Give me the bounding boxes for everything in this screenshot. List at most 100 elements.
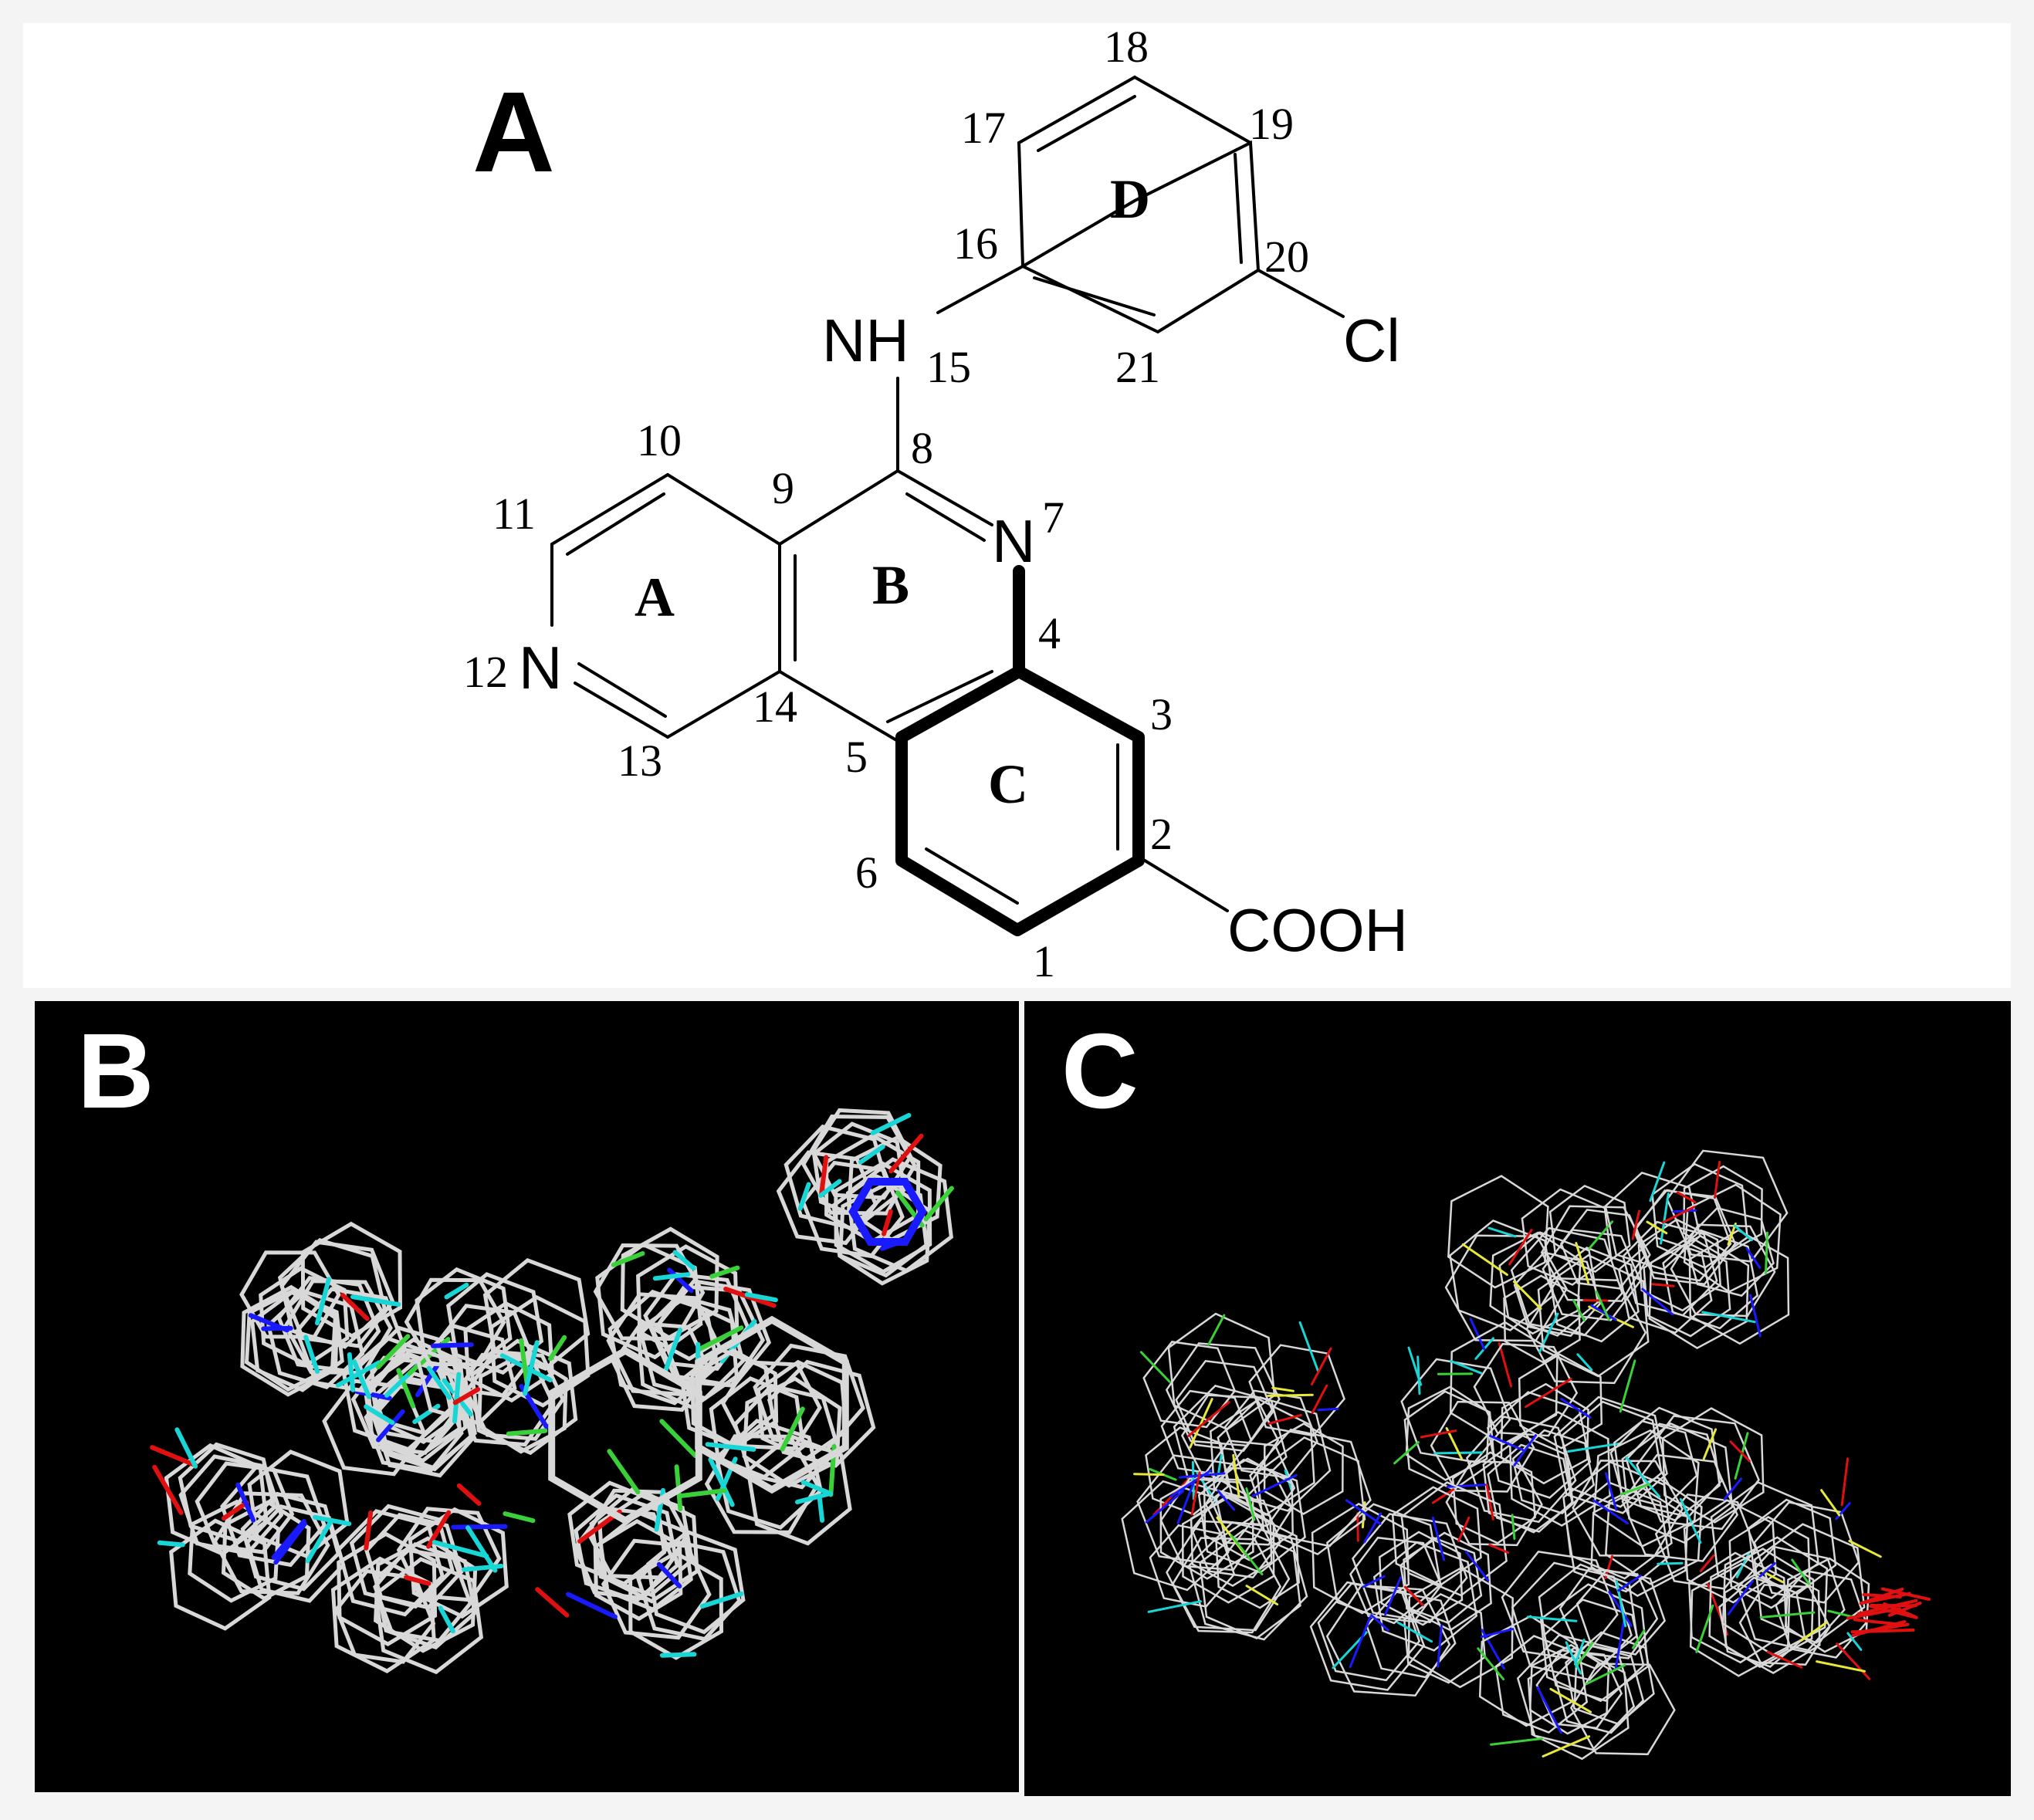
panel-b: B <box>35 1001 1019 1792</box>
ring-stick <box>408 1507 509 1619</box>
atom-line <box>1363 1512 1383 1544</box>
ring-stick <box>801 1114 917 1216</box>
atom-line <box>1420 1429 1457 1439</box>
ring-line <box>1662 1229 1759 1330</box>
ring-stick <box>369 1337 468 1444</box>
atom-stick <box>444 1282 469 1300</box>
atom-line <box>1230 1534 1264 1576</box>
ring-line <box>1430 1400 1535 1493</box>
atom-stick <box>235 1482 256 1523</box>
ring-line <box>1542 1229 1642 1321</box>
ring-line <box>1548 1247 1640 1343</box>
atom-line <box>1615 1580 1627 1628</box>
ring-line <box>1372 1541 1478 1652</box>
atom-line <box>1836 1642 1871 1680</box>
atom-stick <box>817 1494 825 1523</box>
atom-stick <box>503 1511 536 1524</box>
ring-stick <box>834 1161 932 1274</box>
ring-stick <box>396 1507 502 1602</box>
atom-number-15: 15 <box>926 342 971 392</box>
panel-c-label: C <box>1061 1012 1139 1131</box>
atom-line <box>1592 1499 1629 1525</box>
atom-stick <box>611 1251 645 1267</box>
ring-line <box>1737 1545 1846 1652</box>
ring-line <box>1516 1634 1636 1751</box>
ring-line <box>1403 1531 1492 1632</box>
atom-line <box>1641 1287 1674 1316</box>
atom-line <box>1649 1161 1666 1203</box>
atom-stick <box>659 1419 698 1459</box>
atom-line <box>1393 1441 1420 1465</box>
atom-line <box>1549 1687 1592 1713</box>
atom-line <box>1461 1243 1508 1276</box>
atom-number-14: 14 <box>753 682 797 732</box>
atom-line <box>1816 1660 1866 1673</box>
ring-stick <box>643 1272 750 1371</box>
ring-line <box>1511 1429 1596 1515</box>
ring-line <box>1498 1231 1599 1337</box>
atom-stick <box>404 1575 432 1586</box>
atom-line <box>1617 1575 1642 1592</box>
ring-line <box>1451 1451 1536 1544</box>
atom-line <box>1298 1321 1320 1373</box>
ring-line <box>1379 1531 1464 1626</box>
ring-stick <box>548 1346 702 1525</box>
atom-line <box>1445 1426 1463 1460</box>
atom-line <box>1147 1600 1202 1613</box>
ring-line <box>1558 1568 1659 1659</box>
atom-line <box>1619 1483 1650 1496</box>
atom-stick <box>364 1510 374 1551</box>
atom-line <box>1416 1355 1421 1395</box>
atom-line <box>1145 1490 1185 1524</box>
atom-line <box>1207 1314 1226 1346</box>
atom-number-20: 20 <box>1264 232 1309 282</box>
ring-stick <box>240 1491 340 1592</box>
atom-line <box>1660 1192 1670 1245</box>
atom-number-18: 18 <box>1104 22 1149 72</box>
ring-stick <box>446 1272 544 1375</box>
atom-stick <box>452 1387 481 1406</box>
ring-label-c: C <box>988 753 1028 815</box>
ring-line <box>1166 1520 1291 1632</box>
atom-line <box>1734 1432 1749 1480</box>
atom-stick <box>652 1272 691 1281</box>
ring-stick <box>212 1491 330 1595</box>
ring-line <box>1203 1457 1294 1561</box>
atom-stick <box>699 1591 744 1609</box>
atom-stick <box>376 1409 405 1443</box>
atom-stick <box>303 1335 320 1374</box>
atom-line <box>1488 1544 1510 1554</box>
panel-c: C <box>1024 1001 2011 1796</box>
ring-stick <box>489 1294 591 1408</box>
ring-line <box>1447 1175 1549 1289</box>
ring-stick <box>695 1315 849 1494</box>
atom-line <box>1481 1628 1515 1639</box>
ring-line <box>1621 1422 1734 1544</box>
atom-stick <box>667 1267 694 1294</box>
ring-line <box>1407 1566 1514 1689</box>
ring-line <box>1569 1663 1676 1756</box>
atom-line <box>1576 1353 1593 1372</box>
atom-stick <box>659 1652 697 1658</box>
atom-number-5: 5 <box>845 732 868 782</box>
atom-line <box>1723 1477 1743 1500</box>
panel-a-background <box>23 23 2011 988</box>
atom-line <box>1759 1611 1816 1619</box>
atom-number-10: 10 <box>637 415 682 465</box>
atom-line <box>1625 1456 1661 1498</box>
ring-stick <box>220 1464 327 1568</box>
ring-stick <box>838 1181 932 1286</box>
atom-stick <box>566 1592 618 1619</box>
atom-line <box>1589 1304 1617 1321</box>
ring-stick <box>848 1178 927 1246</box>
ring-line <box>1528 1643 1610 1735</box>
ring-line <box>1445 1460 1543 1547</box>
ring-line <box>1513 1251 1602 1338</box>
ring-line <box>1309 1581 1426 1691</box>
atom-stick <box>456 1483 482 1506</box>
atom-stick <box>888 1133 924 1174</box>
ring-line <box>1403 1592 1487 1684</box>
molecule-alignment-b <box>150 1108 954 1675</box>
ring-label-a: A <box>635 567 675 628</box>
